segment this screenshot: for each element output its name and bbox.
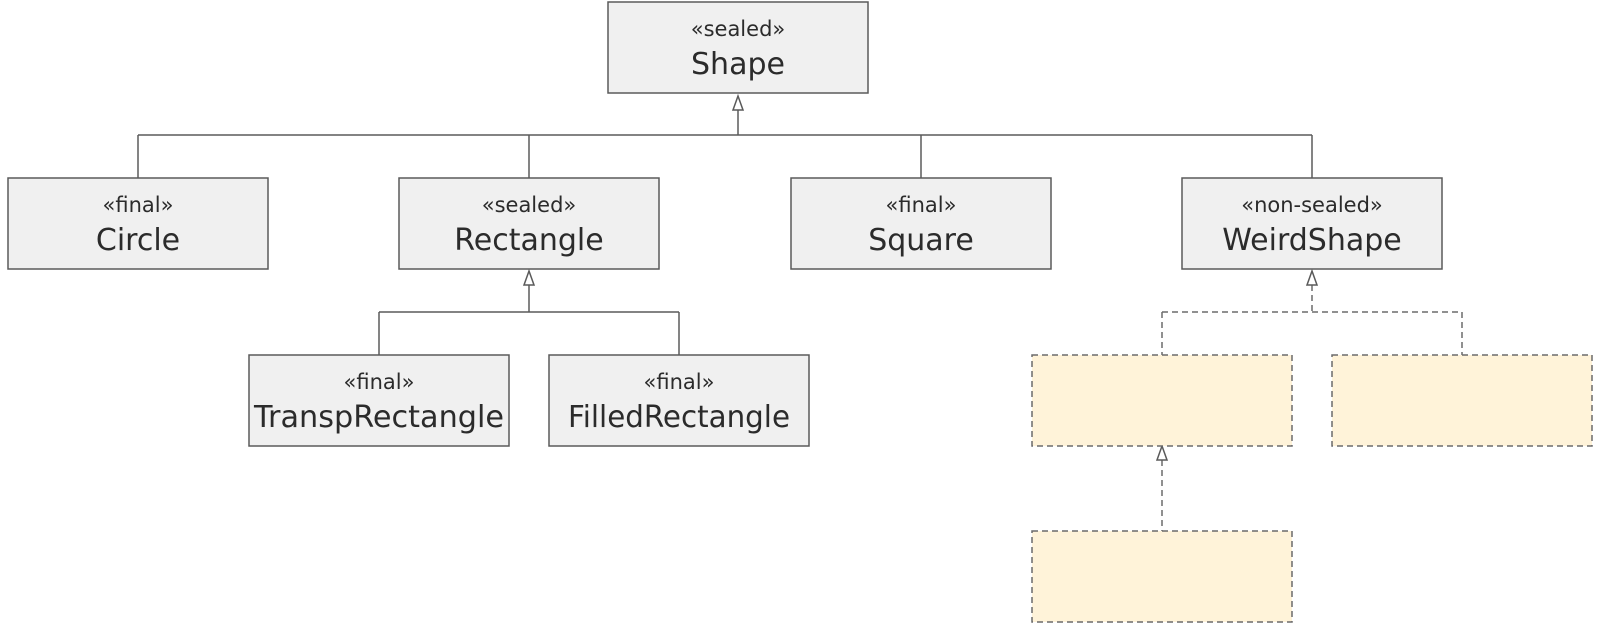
class-shape-name: Shape xyxy=(691,47,785,82)
class-shape-stereotype: «sealed» xyxy=(691,17,786,41)
class-square[interactable]: «final» Square xyxy=(790,177,1052,270)
inheritance-arrowhead-open-subclass xyxy=(1155,443,1169,461)
class-transprectangle[interactable]: «final» TranspRectangle xyxy=(248,354,510,447)
class-square-stereotype: «final» xyxy=(886,193,957,217)
class-circle-stereotype: «final» xyxy=(103,193,174,217)
class-filledrectangle-stereotype: «final» xyxy=(644,370,715,394)
class-shape[interactable]: «sealed» Shape xyxy=(607,1,869,94)
class-weirdshape[interactable]: «non-sealed» WeirdShape xyxy=(1181,177,1443,270)
weirdshape-inheritance-edges xyxy=(1155,268,1463,531)
inheritance-arrowhead-rectangle xyxy=(522,268,536,286)
class-transprectangle-stereotype: «final» xyxy=(344,370,415,394)
class-weirdshape-stereotype: «non-sealed» xyxy=(1241,193,1383,217)
class-weirdshape-name: WeirdShape xyxy=(1222,223,1402,258)
class-circle-name: Circle xyxy=(96,223,180,258)
class-rectangle-name: Rectangle xyxy=(454,223,603,258)
shape-inheritance-edges xyxy=(137,93,1313,178)
class-filledrectangle-name: FilledRectangle xyxy=(568,400,790,435)
open-subclass-box-bottom[interactable] xyxy=(1031,530,1293,623)
class-transprectangle-name: TranspRectangle xyxy=(253,400,504,435)
class-square-name: Square xyxy=(868,223,974,258)
open-subclass-box-right[interactable] xyxy=(1331,354,1593,447)
inheritance-arrowhead-weirdshape xyxy=(1305,268,1319,286)
inheritance-arrowhead-shape xyxy=(731,93,745,111)
open-subclass-box-left[interactable] xyxy=(1031,354,1293,447)
class-rectangle[interactable]: «sealed» Rectangle xyxy=(398,177,660,270)
class-rectangle-stereotype: «sealed» xyxy=(482,193,577,217)
class-circle[interactable]: «final» Circle xyxy=(7,177,269,270)
class-filledrectangle[interactable]: «final» FilledRectangle xyxy=(548,354,810,447)
rectangle-inheritance-edges xyxy=(378,268,680,355)
